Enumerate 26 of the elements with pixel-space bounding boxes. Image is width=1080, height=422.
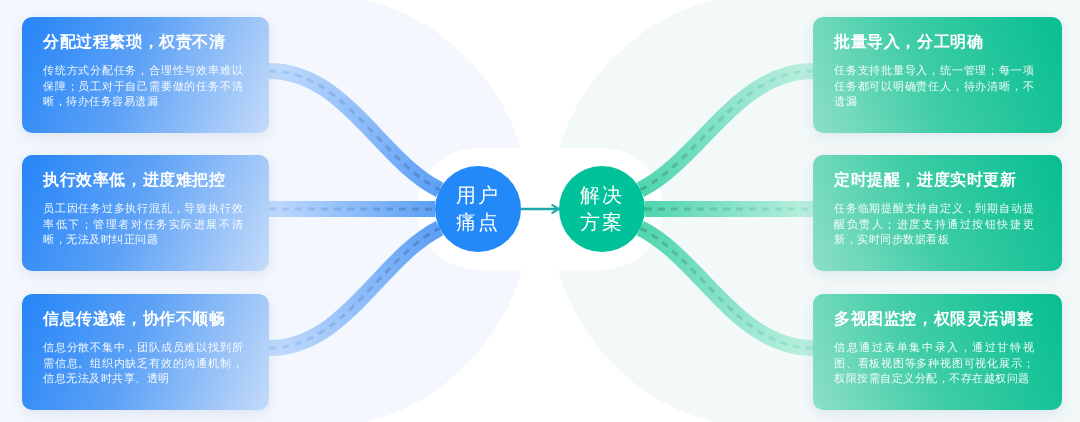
arrow	[521, 204, 560, 214]
card	[813, 155, 1062, 271]
card-title: 信息传递难，协作不顺畅	[43, 309, 226, 329]
road-connector	[269, 201, 435, 217]
card	[813, 294, 1062, 410]
card-title: 多视图监控，权限灵活调整	[834, 309, 1034, 329]
card	[22, 17, 269, 133]
card-description: 传统方式分配任务，合理性与效率难以保障；员工对于自己需要做的任务不清晰，待办任务容易遗漏	[43, 63, 243, 109]
card-title: 分配过程繁琐，权责不清	[43, 32, 226, 53]
card-description: 员工因任务过多执行混乱，导致执行效率低下；管理者对任务实际进展不清晰，无法及时纠正问题	[43, 201, 243, 247]
card-description: 任务支持批量导入，统一管理；每一项任务都可以明确责任人，待办清晰，不遗漏	[834, 63, 1034, 109]
road-connector	[268, 63, 444, 197]
card-title: 执行效率低，进度难把控	[43, 170, 226, 190]
card-description: 信息分散不集中，团队成员难以找到所需信息。组织内缺乏有效的沟通机制，信息无法及时共享、透明	[43, 340, 243, 386]
road-connector	[645, 201, 813, 217]
card	[813, 17, 1062, 133]
card-title: 定时提醒，进度实时更新	[834, 170, 1017, 190]
card	[22, 155, 269, 271]
card-description: 任务临期提醒支持自定义，到期自动提醒负责人；进度支持通过按钮快捷更新，实时同步数据看板	[834, 201, 1034, 247]
circle-label: 解决方案	[579, 183, 625, 235]
card-description: 信息通过表单集中录入，通过甘特视图、看板视图等多种视图可视化展示；权限按需自定义分配，不存在越权问题	[834, 340, 1034, 386]
card-title: 批量导入，分工明确	[834, 32, 984, 52]
road-connector	[268, 221, 444, 356]
circle-label: 用户痛点	[455, 183, 501, 235]
card	[22, 294, 269, 410]
road-connector	[636, 63, 814, 197]
